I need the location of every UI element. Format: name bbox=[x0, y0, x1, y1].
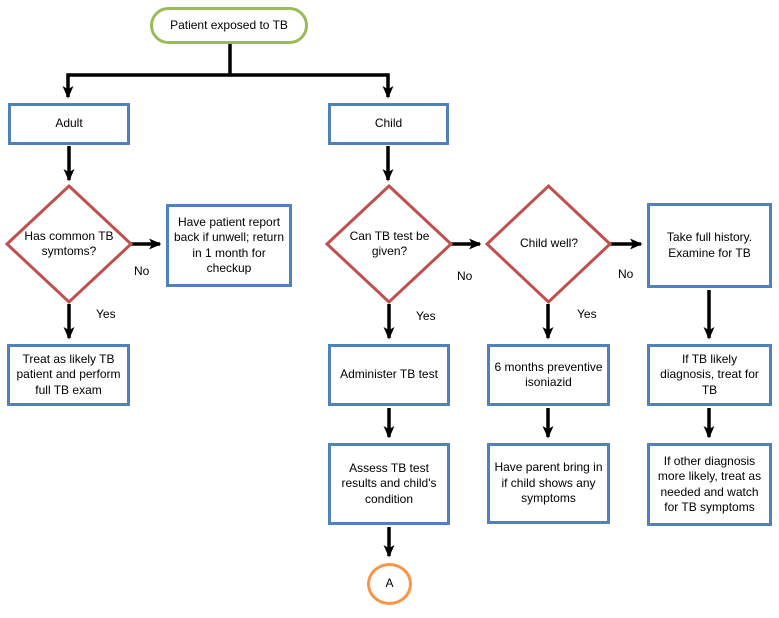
node-administer-test-label: Administer TB test bbox=[340, 367, 438, 382]
node-take-history-label: Take full history. Examine for TB bbox=[666, 230, 753, 260]
edge-label-child-well-no: No bbox=[617, 267, 635, 281]
decision-has-symptoms-shape bbox=[4, 183, 134, 305]
node-report-back: Have patient report back if unwell; retu… bbox=[166, 204, 292, 287]
node-administer-test: Administer TB test bbox=[328, 344, 450, 406]
node-parent-bring-in: Have parent bring in if child shows any … bbox=[487, 443, 610, 524]
node-other-diagnosis-label: If other diagnosis more likely, treat as… bbox=[657, 453, 762, 514]
edge-start-to-adult bbox=[62, 44, 232, 99]
node-adult-label: Adult bbox=[55, 116, 83, 131]
node-adult: Adult bbox=[8, 103, 130, 145]
edge-label-has-symptoms-yes: Yes bbox=[95, 307, 117, 321]
node-parent-bring-in-label: Have parent bring in if child shows any … bbox=[494, 460, 603, 506]
node-child-label: Child bbox=[374, 116, 403, 131]
node-treat-adult: Treat as likely TB patient and perform f… bbox=[7, 344, 130, 406]
decision-has-symptoms-label: Has common TB symtoms? bbox=[24, 228, 114, 258]
edge-label-child-well-yes: Yes bbox=[576, 307, 598, 321]
decision-can-test-label: Can TB test be given? bbox=[349, 228, 430, 258]
node-treat-tb: If TB likely diagnosis, treat for TB bbox=[647, 344, 772, 406]
node-treat-tb-label: If TB likely diagnosis, treat for TB bbox=[660, 351, 759, 397]
node-connector-a: A bbox=[367, 563, 412, 605]
node-other-diagnosis: If other diagnosis more likely, treat as… bbox=[647, 443, 772, 526]
node-isoniazid: 6 months preventive isoniazid bbox=[487, 344, 610, 406]
node-take-history: Take full history. Examine for TB bbox=[647, 203, 772, 288]
node-assess-results: Assess TB test results and child's condi… bbox=[328, 443, 450, 525]
decision-can-test-shape bbox=[324, 183, 454, 305]
decision-child-well-shape bbox=[484, 183, 613, 305]
node-isoniazid-label: 6 months preventive isoniazid bbox=[494, 359, 603, 389]
node-report-back-label: Have patient report back if unwell; retu… bbox=[173, 214, 285, 275]
node-connector-a-label: A bbox=[385, 576, 394, 591]
edge-label-can-test-yes: Yes bbox=[415, 309, 437, 323]
node-child: Child bbox=[328, 103, 449, 145]
edge-label-can-test-no: No bbox=[456, 269, 474, 283]
node-start: Patient exposed to TB bbox=[150, 7, 308, 44]
node-treat-adult-label: Treat as likely TB patient and perform f… bbox=[16, 351, 121, 397]
node-assess-results-label: Assess TB test results and child's condi… bbox=[341, 460, 437, 506]
edge-start-to-child bbox=[230, 73, 394, 99]
edge-label-has-symptoms-no: No bbox=[133, 264, 151, 278]
node-start-label: Patient exposed to TB bbox=[170, 17, 288, 32]
decision-child-well-label: Child well? bbox=[519, 236, 579, 251]
